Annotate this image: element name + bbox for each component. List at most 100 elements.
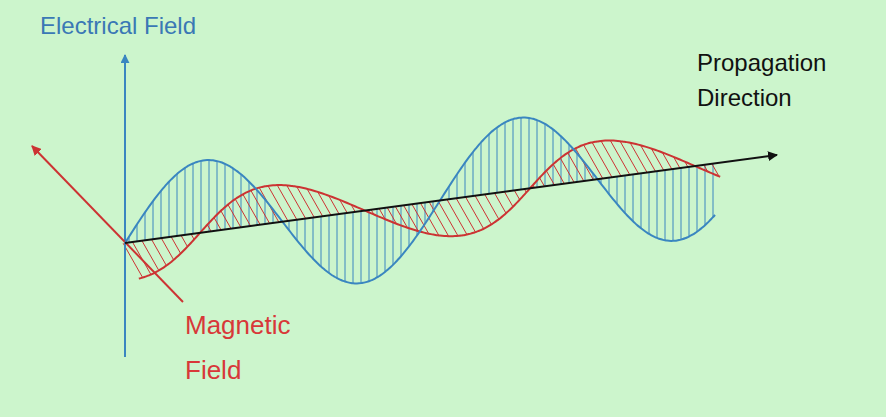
hatch-line: [545, 124, 546, 186]
hatch-line: [217, 161, 218, 230]
hatch-line: [620, 141, 638, 174]
hatch-line: [560, 158, 574, 182]
hatch-line: [705, 165, 706, 225]
hatch-line: [297, 187, 315, 218]
hatch-line: [466, 197, 484, 229]
hatch-line: [673, 169, 674, 241]
hatch-line: [425, 203, 426, 224]
hatch-line: [393, 207, 394, 265]
magnetic-axis: [32, 146, 183, 302]
hatch-line: [473, 152, 474, 196]
hatch-line: [529, 118, 530, 189]
hatch-line: [497, 127, 498, 192]
hatch-line: [277, 185, 297, 220]
hatch-line: [514, 190, 519, 199]
hatch-line: [610, 141, 630, 175]
hatch-line: [337, 214, 338, 278]
hatch-line: [601, 141, 621, 176]
electric-wave: [125, 118, 715, 284]
hatch-line: [537, 120, 538, 187]
hatch-line: [665, 170, 666, 240]
hatch-line: [617, 177, 618, 204]
hatch-line: [485, 194, 499, 219]
hatch-line: [689, 167, 690, 237]
hatch-line: [137, 224, 138, 241]
hatch-line: [495, 193, 506, 213]
hatch-line: [713, 164, 714, 218]
hatch-line: [161, 238, 173, 260]
hatch-line: [297, 220, 298, 241]
hatch-line: [540, 178, 545, 187]
hatch-line: [181, 235, 187, 246]
hatch-line: [546, 171, 554, 185]
hatch-line: [241, 174, 242, 227]
hatch-line: [251, 190, 270, 223]
hatch-line: [207, 225, 211, 232]
hatch-line: [489, 134, 490, 194]
electric-axis: [124, 55, 126, 357]
magnetic-wave: [139, 141, 720, 279]
hatch-line: [321, 217, 322, 267]
hatch-line: [171, 237, 181, 254]
hatch-line: [592, 142, 612, 177]
hatch-line: [681, 168, 682, 240]
hatch-line: [329, 215, 330, 273]
hatch-line: [568, 153, 584, 181]
hatch-line: [228, 205, 241, 228]
hatch-line: [569, 144, 570, 183]
hatch-line: [609, 178, 610, 194]
hatch-line: [649, 172, 650, 234]
hatch-line: [625, 176, 626, 214]
hatch-line: [438, 201, 458, 236]
hatch-line: [361, 211, 362, 283]
hatch-line: [409, 205, 410, 247]
hatch-line: [553, 164, 564, 184]
hatch-line: [633, 174, 634, 221]
hatch-line: [142, 241, 159, 271]
hatch-line: [475, 196, 491, 225]
hatch-line: [345, 213, 346, 281]
hatch-line: [177, 174, 178, 236]
hatch-line: [447, 200, 467, 235]
hatch-line: [465, 163, 466, 197]
hatch-line: [401, 206, 402, 257]
hatch-line: [123, 243, 143, 277]
hatch-line: [481, 142, 482, 195]
field-label: Magnetic Field: [185, 303, 325, 393]
hatch-line: [429, 202, 448, 236]
propagation-axis: [125, 155, 777, 243]
hatch-line: [353, 212, 354, 283]
hatch-line: [265, 199, 266, 224]
hatch-line: [657, 171, 658, 238]
hatch-line: [185, 168, 186, 235]
hatch-line: [243, 194, 260, 224]
hatch-line: [193, 163, 194, 233]
hatch-line: [313, 218, 314, 259]
hatch-line: [456, 198, 475, 232]
hatch-line: [161, 191, 162, 238]
axis-label: Propagation Direction: [697, 45, 867, 115]
hatch-line: [145, 212, 146, 240]
hatch-line: [233, 168, 234, 228]
hatch-line: [505, 122, 506, 191]
hatch-line: [201, 161, 202, 233]
field-label: Electrical Field: [40, 10, 320, 42]
hatch-line: [457, 174, 458, 198]
hatch-line: [369, 210, 370, 281]
hatch-line: [377, 209, 378, 277]
hatch-line: [169, 182, 170, 237]
hatch-line: [553, 129, 554, 185]
hatch-line: [504, 192, 512, 207]
hatch-line: [521, 118, 522, 190]
hatch-line: [513, 119, 514, 191]
hatch-line: [221, 211, 231, 229]
hatch-line: [153, 201, 154, 239]
hatch-line: [305, 219, 306, 250]
hatch-line: [214, 218, 221, 230]
hatch-line: [697, 166, 698, 232]
hatch-line: [641, 173, 642, 228]
hatch-line: [209, 160, 210, 232]
hatch-line: [287, 185, 306, 218]
hatch-line: [575, 148, 593, 179]
